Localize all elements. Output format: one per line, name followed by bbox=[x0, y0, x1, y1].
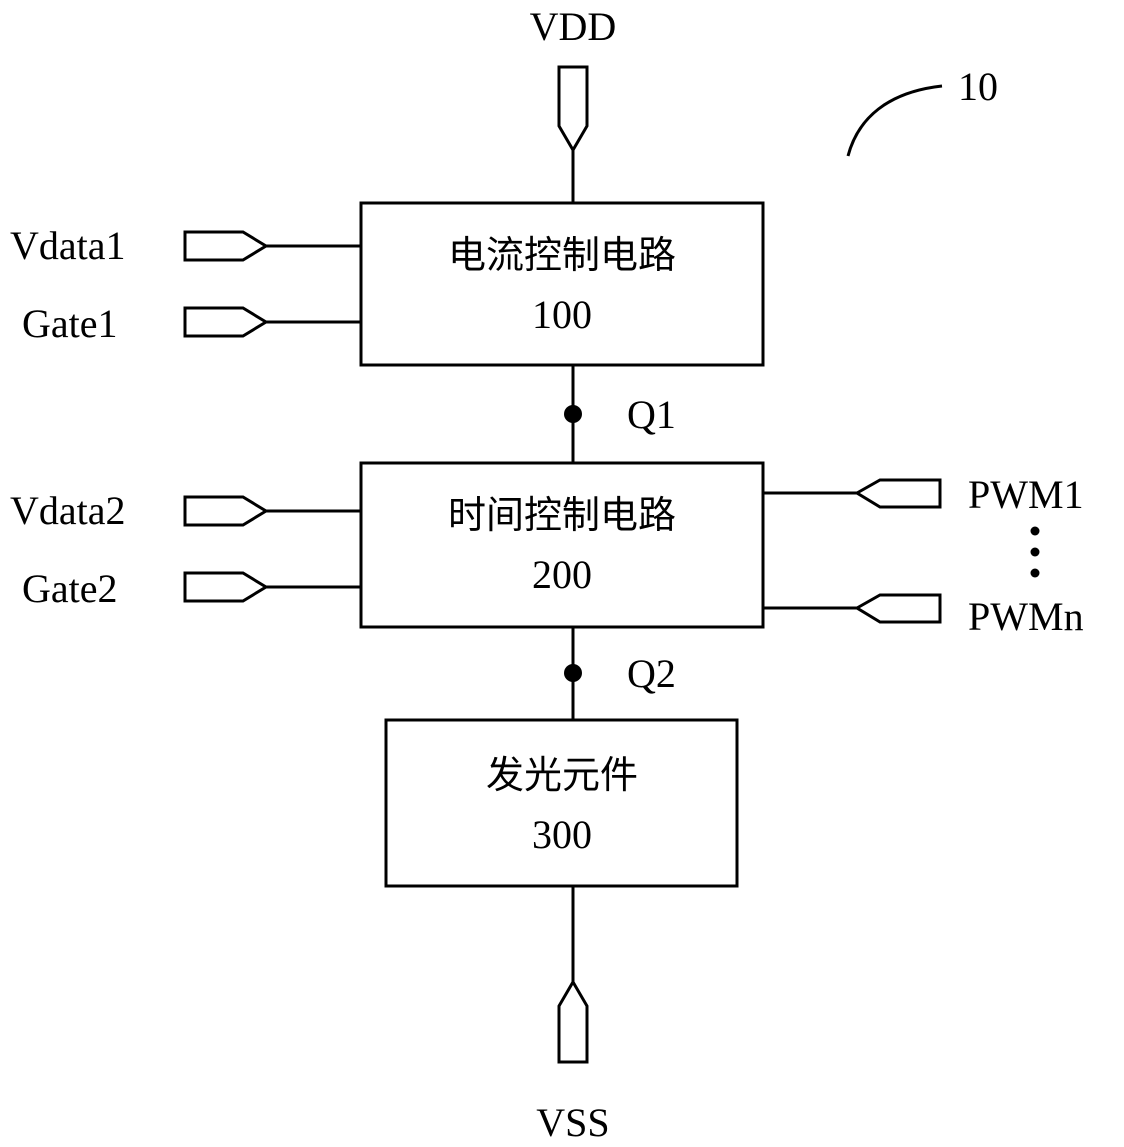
pwm-ellipsis-dot bbox=[1031, 527, 1040, 536]
current-control-block bbox=[361, 203, 763, 365]
pwmn-terminal bbox=[857, 595, 940, 622]
pwm-ellipsis-dot bbox=[1031, 548, 1040, 557]
light-element-name: 发光元件 bbox=[486, 753, 638, 797]
vdata2-terminal bbox=[185, 497, 266, 525]
q2-label: Q2 bbox=[627, 651, 676, 696]
gate2-terminal bbox=[185, 573, 266, 601]
ref-number: 10 bbox=[958, 64, 998, 109]
gate2-label: Gate2 bbox=[22, 566, 118, 611]
q1-node-dot bbox=[564, 405, 582, 423]
time-control-number: 200 bbox=[532, 552, 592, 597]
pwm1-terminal bbox=[857, 480, 940, 507]
pwmn-label: PWMn bbox=[968, 594, 1084, 639]
ref-leader-curve bbox=[848, 86, 942, 156]
vss-terminal bbox=[559, 982, 587, 1062]
current-control-name: 电流控制电路 bbox=[448, 233, 676, 277]
vss-label: VSS bbox=[536, 1100, 609, 1145]
vdata2-label: Vdata2 bbox=[10, 488, 126, 533]
pwm1-label: PWM1 bbox=[968, 472, 1084, 517]
time-control-block bbox=[361, 463, 763, 627]
pwm-ellipsis-dot bbox=[1031, 569, 1040, 578]
q2-node-dot bbox=[564, 664, 582, 682]
vdd-label: VDD bbox=[530, 4, 617, 49]
vdata1-terminal bbox=[185, 232, 266, 260]
light-element-block bbox=[386, 720, 737, 886]
vdd-terminal bbox=[559, 67, 587, 150]
time-control-name: 时间控制电路 bbox=[448, 493, 676, 537]
gate1-terminal bbox=[185, 308, 266, 336]
vdata1-label: Vdata1 bbox=[10, 223, 126, 268]
q1-label: Q1 bbox=[627, 392, 676, 437]
light-element-number: 300 bbox=[532, 812, 592, 857]
gate1-label: Gate1 bbox=[22, 301, 118, 346]
current-control-number: 100 bbox=[532, 292, 592, 337]
